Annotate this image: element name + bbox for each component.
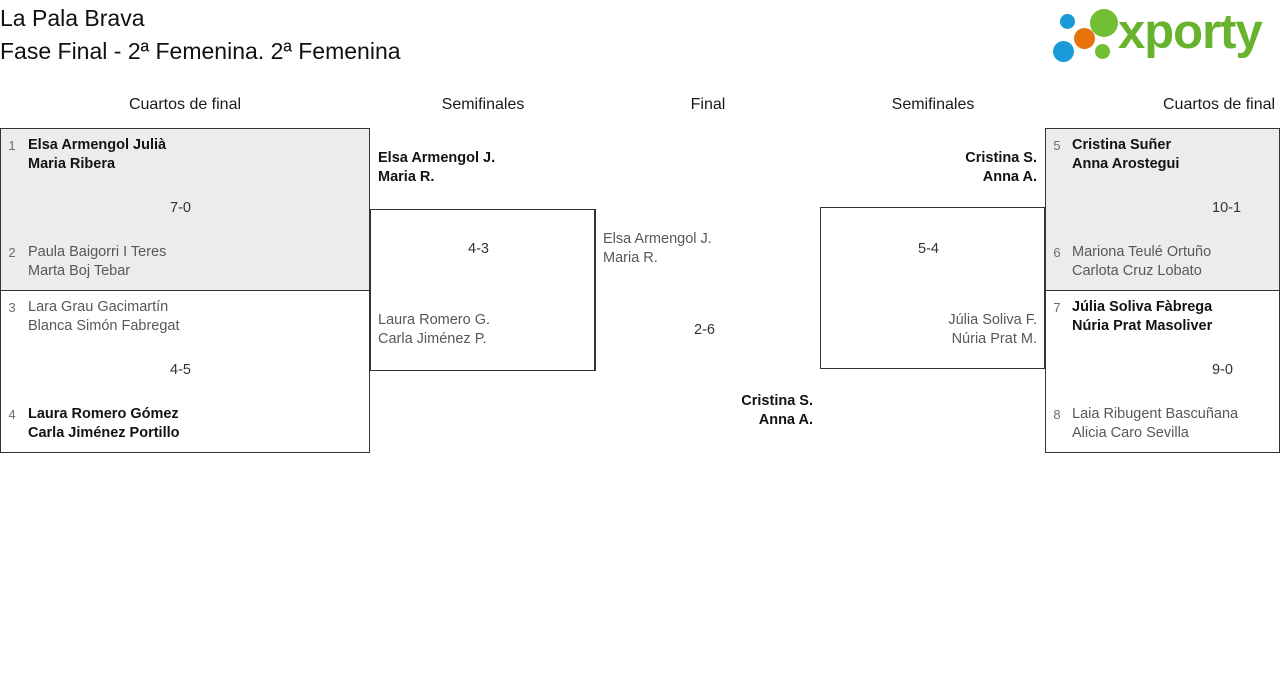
team-line1: Elsa Armengol J. [603, 231, 712, 247]
logo-dot-orange [1074, 28, 1095, 49]
team-line2: Carla Jiménez P. [378, 331, 487, 347]
team-line2: Carla Jiménez Portillo [28, 425, 180, 441]
logo-dot-green-large [1090, 9, 1118, 37]
team-qf1-bottom: Paula Baigorri I Teres Marta Boj Tebar [28, 243, 166, 281]
phase-name: Fase Final - 2ª Femenina. 2ª Femenina [0, 38, 401, 64]
seed-number-3: 3 [8, 300, 16, 315]
team-line1: Paula Baigorri I Teres [28, 244, 167, 260]
team-line1: Mariona Teulé Ortuño [1072, 244, 1212, 260]
seed-number-4: 4 [8, 407, 16, 422]
score-sf-left: 4-3 [468, 241, 489, 257]
team-line1: Júlia Soliva Fàbrega [1072, 299, 1213, 315]
xporty-logo[interactable]: xporty [1046, 4, 1278, 62]
logo-dot-green-small [1095, 44, 1110, 59]
team-line1: Elsa Armengol J. [378, 150, 496, 166]
team-qf2-bottom: Laura Romero Gómez Carla Jiménez Portill… [28, 405, 180, 443]
team-line2: Anna Arostegui [1072, 156, 1180, 172]
team-line2: Blanca Simón Fabregat [28, 318, 180, 334]
score-qf1: 7-0 [170, 200, 191, 216]
team-line2: Núria Prat Masoliver [1072, 318, 1213, 334]
score-qf3: 10-1 [1212, 200, 1242, 216]
round-header-semifinales-left: Semifinales [441, 96, 525, 113]
team-line2: Carlota Cruz Lobato [1072, 263, 1202, 279]
score-sf-right: 5-4 [918, 241, 939, 257]
team-line2: Anna A. [758, 412, 813, 428]
team-line1: Lara Grau Gacimartín [28, 299, 169, 315]
team-line2: Núria Prat M. [951, 331, 1037, 347]
team-sf-left-bottom: Laura Romero G. Carla Jiménez P. [378, 311, 490, 349]
team-line1: Laia Ribugent Bascuñana [1072, 406, 1239, 422]
team-qf4-top: Júlia Soliva Fàbrega Núria Prat Masolive… [1072, 298, 1212, 336]
team-final-top: Elsa Armengol J. Maria R. [603, 230, 712, 268]
team-qf4-bottom: Laia Ribugent Bascuñana Alicia Caro Sevi… [1072, 405, 1238, 443]
logo-dot-blue-large [1053, 41, 1074, 62]
team-line2: Maria R. [378, 169, 435, 185]
team-final-bottom: Cristina S. Anna A. [613, 392, 813, 430]
logo-dots-icon [1052, 8, 1120, 62]
team-line2: Anna A. [982, 169, 1037, 185]
score-qf2: 4-5 [170, 362, 191, 378]
round-header-final: Final [690, 96, 726, 113]
team-sf-left-top: Elsa Armengol J. Maria R. [378, 149, 495, 187]
team-qf1-top: Elsa Armengol Julià Maria Ribera [28, 136, 166, 174]
match-box-qf2[interactable] [0, 290, 370, 453]
connector-final-left [595, 209, 596, 371]
team-qf3-bottom: Mariona Teulé Ortuño Carlota Cruz Lobato [1072, 243, 1211, 281]
round-header-semifinales-right: Semifinales [891, 96, 975, 113]
team-line2: Alicia Caro Sevilla [1072, 425, 1189, 441]
team-line1: Cristina Suñer [1072, 137, 1172, 153]
team-line2: Maria R. [603, 250, 658, 266]
team-qf2-top: Lara Grau Gacimartín Blanca Simón Fabreg… [28, 298, 180, 336]
team-line2: Maria Ribera [28, 156, 116, 172]
seed-number-5: 5 [1053, 138, 1061, 153]
seed-number-8: 8 [1053, 407, 1061, 422]
score-final: 2-6 [694, 322, 715, 338]
logo-dot-blue-small [1060, 14, 1075, 29]
match-box-sf-left[interactable] [370, 209, 595, 371]
match-box-qf4[interactable] [1045, 290, 1280, 453]
tournament-name: La Pala Brava [0, 5, 145, 31]
score-qf4: 9-0 [1212, 362, 1233, 378]
page-title: La Pala Brava Fase Final - 2ª Femenina. … [0, 2, 401, 68]
team-sf-right-bottom: Júlia Soliva F. Núria Prat M. [837, 311, 1037, 349]
round-header-cuartos-left: Cuartos de final [128, 96, 242, 113]
team-line1: Laura Romero Gómez [28, 406, 179, 422]
team-line1: Elsa Armengol Julià [28, 137, 167, 153]
team-line1: Cristina S. [965, 150, 1037, 166]
seed-number-1: 1 [8, 138, 16, 153]
logo-wordmark: xporty [1118, 5, 1263, 59]
round-header-cuartos-right: Cuartos de final [1163, 96, 1276, 113]
team-qf3-top: Cristina Suñer Anna Arostegui [1072, 136, 1179, 174]
match-box-sf-right[interactable] [820, 207, 1045, 369]
team-line1: Júlia Soliva F. [948, 312, 1037, 328]
seed-number-7: 7 [1053, 300, 1061, 315]
team-line1: Cristina S. [741, 393, 813, 409]
team-sf-right-top: Cristina S. Anna A. [837, 149, 1037, 187]
team-line2: Marta Boj Tebar [28, 263, 131, 279]
team-line1: Laura Romero G. [378, 312, 491, 328]
page-header: La Pala Brava Fase Final - 2ª Femenina. … [0, 0, 1280, 78]
seed-number-2: 2 [8, 245, 16, 260]
match-box-qf1[interactable] [0, 128, 370, 291]
seed-number-6: 6 [1053, 245, 1061, 260]
